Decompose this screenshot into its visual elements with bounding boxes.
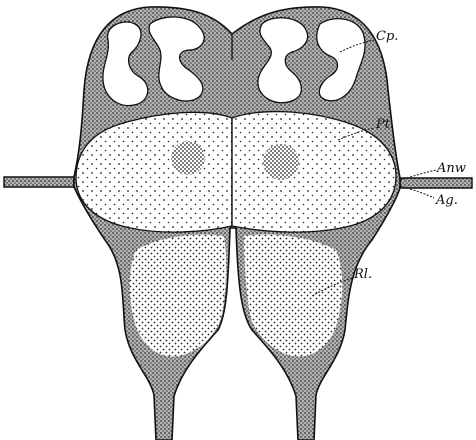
label-rl: Rl.	[353, 267, 372, 282]
label-pt: Pt.	[375, 117, 394, 132]
label-ag: Ag.	[435, 193, 458, 208]
middle-spot-left	[171, 141, 205, 175]
middle-spot-right	[263, 144, 299, 180]
label-cp: Cp.	[376, 29, 398, 44]
label-anw: Anw	[436, 161, 466, 176]
lower-lobe-left	[130, 235, 226, 357]
left-lateral-process	[4, 177, 74, 187]
right-lateral-process	[400, 178, 472, 188]
